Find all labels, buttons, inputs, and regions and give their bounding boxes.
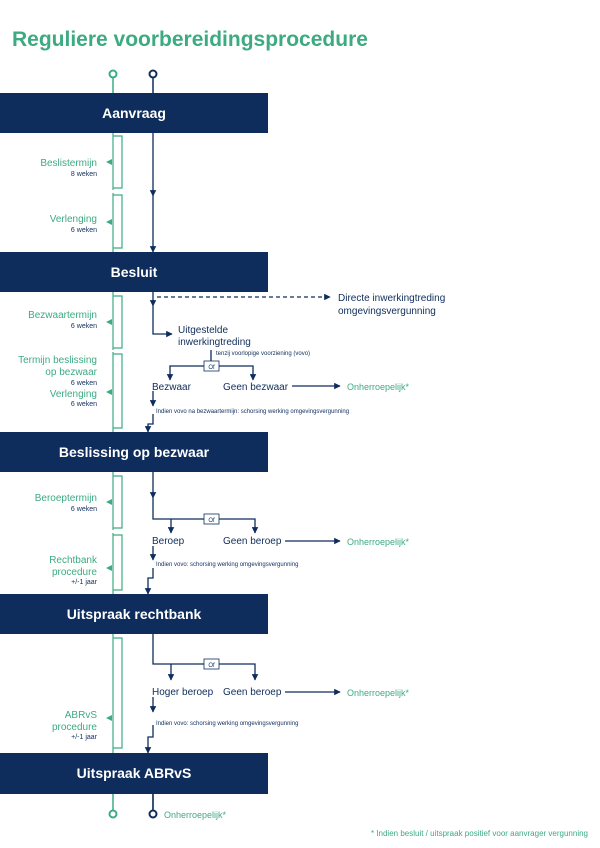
- bezwaar-option: Bezwaar: [152, 382, 192, 393]
- stage-rechtbank-label: Uitspraak rechtbank: [67, 606, 202, 622]
- start-marker-navy: [148, 69, 158, 79]
- abrvs-procedure-duration: +/-1 jaar: [71, 734, 98, 741]
- bezwaartermijn-duration: 6 weken: [71, 323, 97, 330]
- rechtbank-procedure-line2: procedure: [52, 567, 97, 578]
- stage-aanvraag: Aanvraag: [0, 93, 268, 133]
- termijn-beslissing-line1: Termijn beslissing: [18, 355, 97, 366]
- rechtbank-procedure-line1: Rechtbank: [49, 555, 98, 566]
- of-label-3: Of: [208, 663, 215, 669]
- beroep-option: Beroep: [152, 536, 185, 547]
- vovo-schorsing-note-2: Indien vovo: schorsing werking omgevings…: [156, 721, 298, 727]
- of-box-2: [203, 513, 220, 525]
- footnote: * Indien besluit / uitspraak positief vo…: [371, 829, 588, 838]
- uitgestelde-inwerkingtreding-line1: Uitgestelde: [178, 325, 228, 336]
- end-marker-navy: [148, 809, 158, 819]
- uitgestelde-inwerkingtreding-line2: inwerkingtreding: [178, 337, 251, 348]
- of-label-2: Of: [208, 518, 215, 524]
- termijn-beslissing-duration: 6 weken: [71, 380, 97, 387]
- geen-beroep-option: Geen beroep: [223, 536, 282, 547]
- abrvs-procedure-line2: procedure: [52, 722, 97, 733]
- beroeptermijn-label: Beroeptermijn: [35, 493, 97, 504]
- stage-besluit-label: Besluit: [111, 264, 158, 280]
- beslistermijn-label: Beslistermijn: [40, 158, 97, 169]
- of-box-1: [203, 360, 220, 372]
- of-label-1: Of: [208, 365, 215, 371]
- onherroepelijk-1: Onherroepelijk*: [347, 382, 410, 392]
- directe-inwerkingtreding-line1: Directe inwerkingtreding: [338, 293, 445, 304]
- onherroepelijk-2: Onherroepelijk*: [347, 537, 410, 547]
- page-title: Reguliere voorbereidingsprocedure: [12, 28, 368, 51]
- of-box-3: [203, 658, 220, 670]
- abrvs-procedure-line1: ABRvS: [65, 710, 98, 721]
- verlenging2-duration: 6 weken: [71, 401, 97, 408]
- verlenging1-duration: 6 weken: [71, 227, 97, 234]
- geen-beroep-option-2: Geen beroep: [223, 687, 282, 698]
- rechtbank-procedure-duration: +/-1 jaar: [71, 579, 98, 586]
- onherroepelijk-3: Onherroepelijk*: [347, 688, 410, 698]
- vovo-schorsing-note-1: Indien vovo: schorsing werking omgevings…: [156, 562, 298, 568]
- beslistermijn-duration: 8 weken: [71, 171, 97, 178]
- final-onherroepelijk: Onherroepelijk*: [164, 810, 227, 820]
- stage-beslissing-label: Beslissing op bezwaar: [59, 444, 210, 460]
- beroeptermijn-duration: 6 weken: [71, 506, 97, 513]
- vovo-na-bezwaartermijn-note: Indien vovo na bezwaartermijn: schorsing…: [156, 409, 349, 415]
- end-marker-green: [108, 809, 118, 819]
- tenzij-vovo-note: tenzij voorlopige voorziening (vovo): [216, 351, 310, 357]
- stage-besluit: Besluit: [0, 252, 268, 292]
- period-brackets: [112, 133, 123, 753]
- stage-uitspraak-rechtbank: Uitspraak rechtbank: [0, 594, 268, 634]
- verlenging2-label: Verlenging: [50, 389, 97, 400]
- verlenging1-label: Verlenging: [50, 214, 97, 225]
- bezwaartermijn-label: Bezwaartermijn: [28, 310, 97, 321]
- period-arrowheads: [106, 159, 112, 721]
- stage-uitspraak-abrvs: Uitspraak ABRvS: [0, 753, 268, 794]
- stage-abrvs-label: Uitspraak ABRvS: [77, 765, 192, 781]
- geen-bezwaar-option: Geen bezwaar: [223, 382, 289, 393]
- directe-inwerkingtreding-line2: omgevingsvergunning: [338, 306, 436, 317]
- stage-aanvraag-label: Aanvraag: [102, 105, 166, 121]
- hoger-beroep-option: Hoger beroep: [152, 687, 214, 698]
- start-marker-green: [108, 69, 118, 79]
- stage-beslissing-op-bezwaar: Beslissing op bezwaar: [0, 432, 268, 472]
- termijn-beslissing-line2: op bezwaar: [45, 367, 97, 378]
